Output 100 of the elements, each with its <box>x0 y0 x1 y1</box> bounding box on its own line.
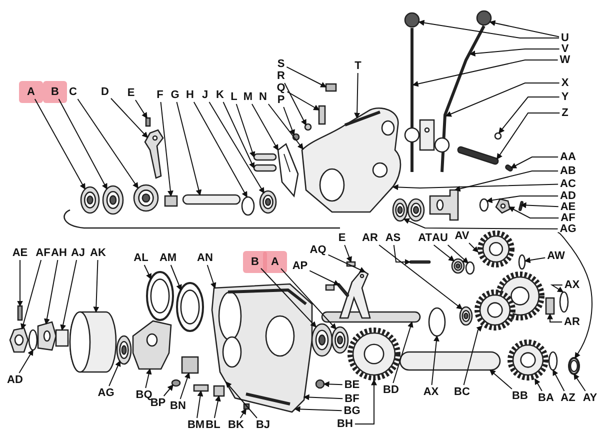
callout-letter: BN <box>169 400 187 412</box>
leader-line <box>214 395 221 418</box>
callout-letter: C <box>68 86 78 98</box>
bushing-drawing <box>164 195 178 207</box>
leader-line <box>110 98 148 138</box>
callout-letter: AX <box>422 386 440 398</box>
leader-line <box>251 104 278 151</box>
leader-line <box>547 313 563 322</box>
callout-letter: BF <box>344 393 360 405</box>
leader-line <box>20 260 42 330</box>
leader-line <box>534 378 542 392</box>
leader-line <box>193 102 248 198</box>
callout-letter: BL <box>204 419 222 431</box>
leader-line <box>574 373 586 392</box>
callout-letter: AF <box>560 212 576 224</box>
shaft-drawing <box>182 194 241 205</box>
shift-rail-drawing <box>253 153 277 161</box>
callout-letter: BK <box>227 419 245 431</box>
callout-letter: AV <box>454 230 470 242</box>
leader-line <box>170 264 182 291</box>
callout-letter: BA <box>537 392 555 404</box>
shift-fork-drawing <box>144 129 164 179</box>
callout-letter: AZ <box>560 392 576 404</box>
leader-line <box>286 66 327 88</box>
callout-letter: Q <box>276 82 286 94</box>
callout-letter: AC <box>559 178 577 190</box>
leader-line <box>208 102 264 194</box>
gear-drawing <box>451 258 465 274</box>
leader-line <box>463 325 483 386</box>
callout-letter: AP <box>291 260 309 272</box>
callout-letter: BD <box>382 384 400 396</box>
callout-letter: AT <box>417 232 433 244</box>
washer-drawing <box>28 329 38 351</box>
leader-line <box>431 335 440 386</box>
roller-bearing-drawing <box>80 186 100 214</box>
bearing-drawing <box>259 190 277 214</box>
leader-line <box>134 100 148 119</box>
ball-drawing <box>292 133 300 141</box>
leader-line <box>163 384 174 396</box>
shift-lever-drawing <box>434 10 492 172</box>
shift-fork-drawing <box>339 269 371 319</box>
callout-letter: Z <box>560 107 570 119</box>
leader-line <box>508 206 560 218</box>
leader-line <box>403 218 558 230</box>
leader-line <box>108 360 121 386</box>
callout-letter: AD <box>6 374 24 386</box>
callout-letter: AR <box>563 316 581 328</box>
gear-drawing <box>348 328 400 380</box>
callout-letter: AM <box>158 252 178 264</box>
leader-line <box>412 60 558 87</box>
leader-line <box>418 20 560 38</box>
leader-line <box>447 244 469 264</box>
mainshaft-drawing <box>399 351 501 371</box>
callout-letter: AF <box>34 247 52 259</box>
leader-line <box>93 260 100 313</box>
leader-line <box>240 408 246 418</box>
leader-line <box>354 379 377 424</box>
leader-line <box>280 268 336 330</box>
plunger-drawing <box>318 105 326 125</box>
leader-line <box>489 20 560 38</box>
leader-line <box>392 321 414 384</box>
callout-letter: AL <box>132 252 150 264</box>
gear-cluster-drawing <box>474 272 544 330</box>
callout-letter: AR <box>361 232 379 244</box>
leader-line <box>284 82 306 126</box>
thrust-washer-drawing <box>559 291 569 313</box>
cotter-pin-drawing <box>17 305 23 321</box>
callout-letter: AA <box>559 151 577 163</box>
cotter-pin-drawing <box>518 200 524 212</box>
callout-letter: AG <box>96 387 116 399</box>
callout-letter: J <box>200 89 210 101</box>
plunger-cap-drawing <box>325 83 337 92</box>
callout-letter: A <box>270 256 280 268</box>
snap-ring-drawing <box>548 351 558 371</box>
callout-letter: U <box>560 32 570 44</box>
leader-line <box>552 369 565 392</box>
callout-letter: E <box>337 232 347 244</box>
bearing-cup-drawing <box>102 185 124 215</box>
leader-line <box>226 381 258 418</box>
nut-drawing <box>9 327 29 353</box>
leader-line <box>44 260 58 325</box>
gasket-drawing <box>277 142 299 198</box>
flange-drawing <box>37 321 57 351</box>
callout-letter: Y <box>560 91 570 103</box>
callout-letter: W <box>558 54 572 66</box>
callout-letter: X <box>560 77 570 89</box>
leader-line <box>433 244 455 262</box>
leader-line <box>222 102 254 169</box>
washer-drawing <box>479 198 489 212</box>
leader-line <box>468 242 479 253</box>
callout-letter: AH <box>50 247 68 259</box>
callout-letter: N <box>258 91 268 103</box>
leader-line <box>294 406 342 412</box>
oil-seal-drawing <box>116 335 132 365</box>
gear-drawing <box>508 340 548 380</box>
housing-drawing <box>132 320 172 370</box>
gearbox-cover-drawing <box>301 107 402 213</box>
callout-letter: B <box>250 256 260 268</box>
leader-line <box>557 232 592 359</box>
leader-line <box>378 244 463 310</box>
